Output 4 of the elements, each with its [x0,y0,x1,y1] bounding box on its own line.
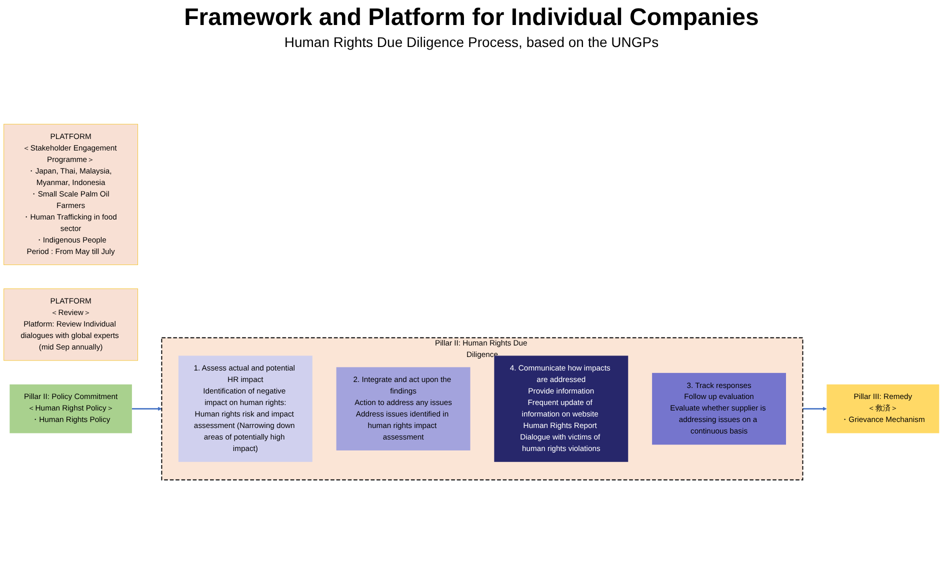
subtitle: Human Rights Due Diligence Process, based on the UNGPs [283,34,660,50]
title: Framework and Platform for Individual Companies [183,4,760,32]
arrow [132,406,162,411]
arrow [802,406,827,411]
